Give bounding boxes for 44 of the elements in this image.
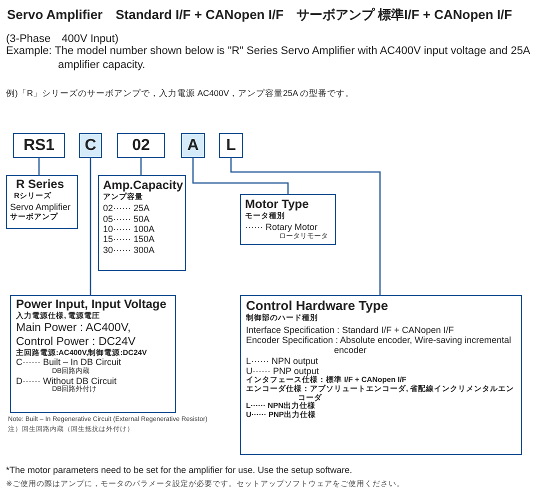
box-heading: Motor Type bbox=[245, 198, 310, 212]
description-box bbox=[10, 295, 176, 413]
option-text: C······ Built – In DB Circuit bbox=[16, 357, 122, 368]
option-text: D······ Without DB Circuit bbox=[16, 376, 118, 386]
code-letter: 02 bbox=[132, 136, 150, 154]
description-box bbox=[6, 175, 78, 229]
description-box bbox=[240, 194, 336, 245]
option-text: Encoder Specification : Absolute encoder, Wire-saving incremental encoder bbox=[246, 334, 512, 356]
option-text: 30······ 300A bbox=[103, 244, 156, 256]
option-text: Main Power : AC400V, Control Power : DC24V bbox=[16, 322, 137, 348]
option-text: L······ NPN output bbox=[246, 356, 320, 366]
footnote: *The motor parameters need to be set for the amplifier for use. Use the setup software. bbox=[6, 465, 354, 475]
option-text: U······ PNP output bbox=[246, 366, 320, 376]
option-text: 05······ 50A bbox=[103, 214, 151, 224]
option-text: ······ Rotary Motor bbox=[245, 222, 318, 232]
connector-line bbox=[230, 158, 381, 295]
description-text: (3-Phase 400V Input) bbox=[6, 32, 120, 46]
option-text: 10······ 100A bbox=[103, 224, 156, 234]
description-box bbox=[240, 295, 522, 455]
description-text: Example: The model number shown below is "R" Series Servo Amplifier with AC400V input voltage and 25A amplifier capacity. bbox=[6, 44, 531, 73]
code-box bbox=[219, 133, 243, 158]
code-box bbox=[79, 133, 102, 158]
code-box bbox=[181, 133, 205, 158]
option-text: Servo Amplifier bbox=[10, 202, 72, 212]
box-heading: R Series bbox=[16, 178, 66, 192]
description-box bbox=[98, 175, 186, 271]
code-box bbox=[13, 133, 65, 158]
code-letter: C bbox=[84, 136, 96, 154]
connector-line bbox=[192, 158, 289, 194]
box-heading: Power Input, Input Voltage bbox=[16, 298, 168, 312]
option-text: 15······ 150A bbox=[103, 234, 156, 245]
box-heading: Amp.Capacity bbox=[103, 179, 181, 192]
title: Servo Amplifier Standard I/F + CANopen I/F サーボアンプ 標準I/F + CANopen I/F bbox=[7, 6, 512, 24]
connector-line bbox=[90, 158, 92, 295]
option-text: 02······ 25A bbox=[103, 203, 151, 214]
connector-line bbox=[140, 158, 142, 175]
box-heading: Control Hardware Type bbox=[246, 299, 390, 314]
option-text: Interface Specification : Standard I/F + CANopen I/F bbox=[246, 324, 455, 335]
code-box bbox=[117, 133, 165, 158]
code-letter: RS1 bbox=[23, 136, 55, 154]
connector-line bbox=[38, 158, 40, 175]
description-text: 例)「R」シリーズのサーボアンプで，入力電源 AC400V，アンプ容量25A の型番です。 bbox=[6, 88, 356, 100]
code-letter: L bbox=[226, 136, 236, 154]
code-letter: A bbox=[187, 136, 199, 154]
